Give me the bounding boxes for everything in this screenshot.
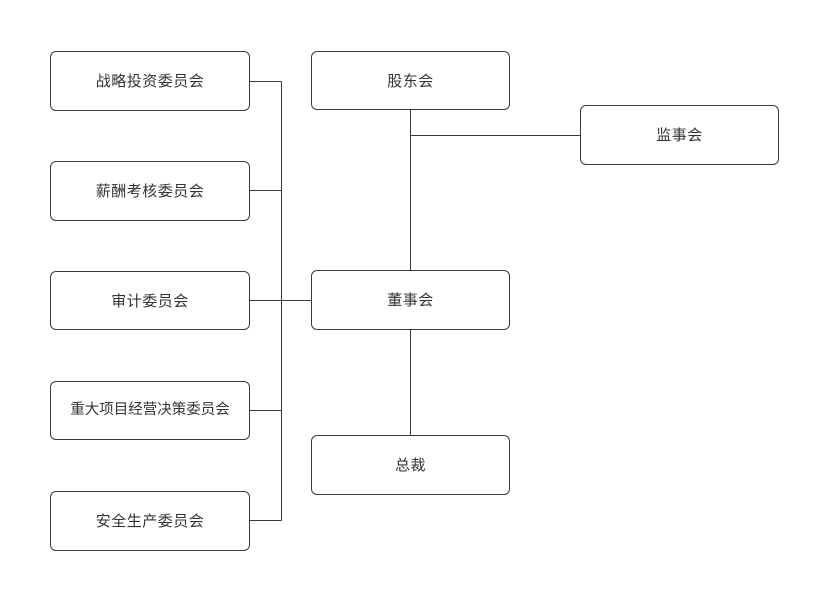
node-shareholders-meeting[interactable]: 股东会 [311,51,510,110]
node-label-safety-production-committee: 安全生产委员会 [95,512,205,530]
node-safety-production-committee[interactable]: 安全生产委员会 [50,491,250,551]
node-label-audit-committee: 审计委员会 [111,291,189,310]
node-compensation-committee[interactable]: 薪酬考核委员会 [50,161,250,221]
node-label-compensation-committee: 薪酬考核委员会 [95,182,205,200]
node-label-shareholders-meeting: 股东会 [387,71,434,90]
node-strategy-investment-committee[interactable]: 战略投资委员会 [50,51,250,111]
node-major-project-committee[interactable]: 重大项目经营决策委员会 [50,381,250,440]
node-label-major-project-committee: 重大项目经营决策委员会 [70,401,230,418]
node-label-board-of-supervisors: 监事会 [656,126,703,144]
node-label-strategy-investment-committee: 战略投资委员会 [95,72,205,90]
node-president[interactable]: 总裁 [311,435,510,495]
node-audit-committee[interactable]: 审计委员会 [50,271,250,330]
node-label-president: 总裁 [394,456,426,474]
node-label-board-of-directors: 董事会 [387,291,434,309]
node-board-of-supervisors[interactable]: 监事会 [580,105,779,165]
node-board-of-directors[interactable]: 董事会 [311,270,510,330]
